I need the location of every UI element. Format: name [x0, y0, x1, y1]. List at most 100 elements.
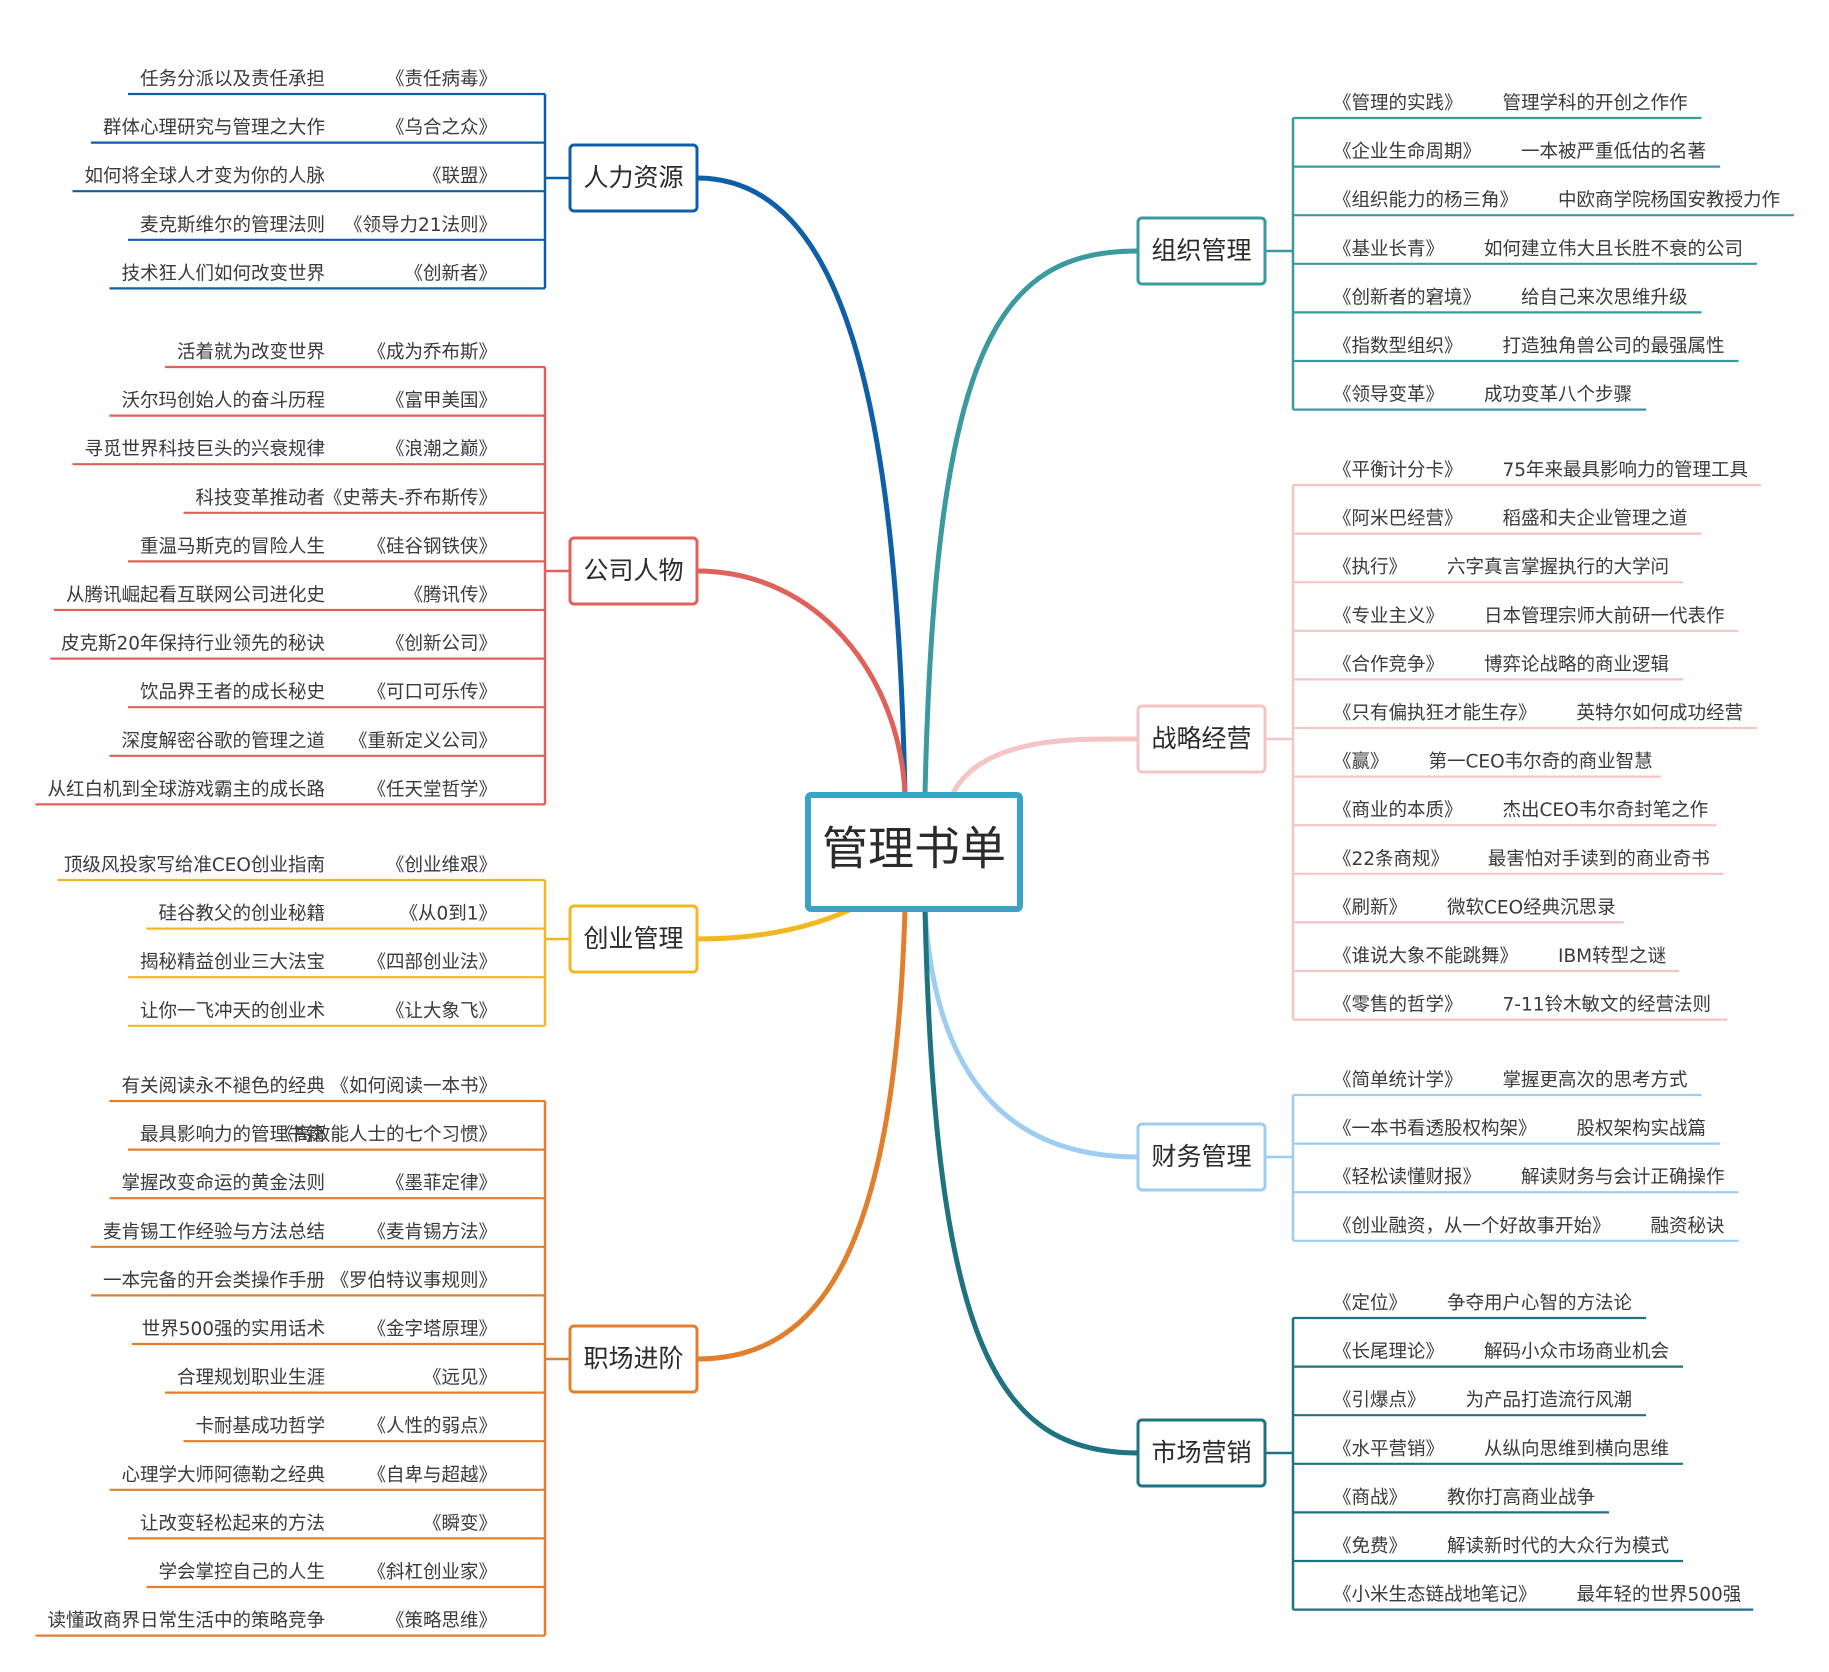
leaf-item[interactable]: 学会掌控自己的人生《斜杠创业家》 — [146, 1562, 546, 1589]
leaf-item[interactable]: 《简单统计学》掌握更高次的思考方式 — [1293, 1070, 1702, 1097]
leaf-book-title: 《阿米巴经营》 — [1333, 509, 1463, 530]
leaf-book-title: 《创新公司》 — [386, 634, 497, 655]
leaf-item[interactable]: 麦肯锡工作经验与方法总结《麦肯锡方法》 — [91, 1222, 545, 1248]
leaf-item[interactable]: 顶级风投家写给准CEO创业指南《创业维艰》 — [57, 855, 545, 882]
leaf-item[interactable]: 群体心理研究与管理之大作《乌合之众》 — [91, 118, 545, 144]
leaf-item[interactable]: 《只有偏执狂才能生存》英特尔如何成功经营 — [1293, 703, 1757, 730]
leaf-book-title: 《浪潮之巅》 — [386, 439, 497, 460]
leaf-description: IBM转型之谜 — [1558, 946, 1666, 967]
leaf-item[interactable]: 《执行》六字真言掌握执行的大学问 — [1293, 557, 1683, 584]
leaf-item[interactable]: 《刷新》微软CEO经典沉思录 — [1293, 897, 1624, 924]
leaf-item[interactable]: 《组织能力的杨三角》中欧商学院杨国安教授力作 — [1293, 190, 1794, 217]
branch-node-startup[interactable]: 创业管理 — [568, 904, 699, 974]
leaf-item[interactable]: 《引爆点》为产品打造流行风潮 — [1293, 1390, 1646, 1417]
leaf-description: 日本管理宗师大前研一代表作 — [1484, 606, 1725, 627]
leaf-item[interactable]: 让改变轻松起来的方法《瞬变》 — [128, 1513, 545, 1540]
leaf-book-title: 《零售的哲学》 — [1333, 995, 1463, 1016]
leaf-item[interactable]: 饮品界王者的成长秘史《可口可乐传》 — [128, 682, 545, 709]
leaf-item[interactable]: 麦克斯维尔的管理法则《领导力21法则》 — [128, 215, 545, 241]
leaf-item[interactable]: 《专业主义》日本管理宗师大前研一代表作 — [1293, 606, 1739, 632]
leaf-item[interactable]: 如何将全球人才变为你的人脉《联盟》 — [72, 166, 546, 193]
leaf-item[interactable]: 《赢》第一CEO韦尔奇的商业智慧 — [1293, 751, 1661, 778]
leaf-book-title: 《领导力21法则》 — [344, 215, 497, 236]
leaf-item[interactable]: 技术狂人们如何改变世界《创新者》 — [109, 263, 546, 290]
leaf-item[interactable]: 让你一飞冲天的创业术《让大象飞》 — [128, 1001, 545, 1027]
leaf-description: 从纵向思维到横向思维 — [1484, 1439, 1669, 1460]
leaf-description: 一本被严重低估的名著 — [1521, 142, 1706, 163]
branch-node-org[interactable]: 组织管理 — [1136, 216, 1267, 286]
branch-node-career[interactable]: 职场进阶 — [568, 1324, 699, 1394]
leaf-item[interactable]: 硅谷教父的创业秘籍《从0到1》 — [146, 904, 546, 930]
leaf-item[interactable]: 科技变革推动者《史蒂夫-乔布斯传》 — [183, 488, 546, 514]
connector-marketing — [922, 906, 1141, 1456]
leaf-item[interactable]: 《免费》解读新时代的大众行为模式 — [1293, 1536, 1683, 1563]
leaf-description: 合理规划职业生涯 — [177, 1368, 325, 1389]
leaf-book-title: 《指数型组织》 — [1333, 336, 1463, 357]
leaf-item[interactable]: 《定位》争夺用户心智的方法论 — [1293, 1293, 1646, 1320]
leaf-item[interactable]: 《水平营销》从纵向思维到横向思维 — [1293, 1439, 1683, 1465]
branch-label-hr: 人力资源 — [583, 163, 683, 192]
leaf-item[interactable]: 《商业的本质》杰出CEO韦尔奇封笔之作 — [1293, 800, 1717, 827]
leaf-description: 活着就为改变世界 — [177, 342, 325, 363]
leaf-book-title: 《平衡计分卡》 — [1333, 460, 1463, 481]
leaf-item[interactable]: 一本完备的开会类操作手册《罗伯特议事规则》 — [91, 1270, 545, 1297]
leaf-item[interactable]: 《领导变革》成功变革八个步骤 — [1293, 385, 1646, 411]
leaf-item[interactable]: 《创新者的窘境》给自己来次思维升级 — [1293, 287, 1702, 314]
leaf-item[interactable]: 《轻松读懂财报》解读财务与会计正确操作 — [1293, 1167, 1739, 1194]
leaf-item[interactable]: 《创业融资，从一个好故事开始》融资秘诀 — [1293, 1216, 1739, 1242]
leaf-description: 硅谷教父的创业秘籍 — [158, 904, 325, 925]
leaf-item[interactable]: 《基业长青》如何建立伟大且长胜不衰的公司 — [1293, 239, 1757, 265]
connector-finance — [922, 906, 1141, 1160]
leaf-item[interactable]: 有关阅读永不褪色的经典《如何阅读一本书》 — [109, 1076, 546, 1103]
leaf-item[interactable]: 《零售的哲学》7-11铃木敏文的经营法则 — [1293, 995, 1728, 1021]
leaf-book-title: 《罗伯特议事规则》 — [330, 1270, 497, 1291]
leaf-item[interactable]: 《阿米巴经营》稻盛和夫企业管理之道 — [1293, 509, 1702, 535]
leaf-item[interactable]: 揭秘精益创业三大法宝《四部创业法》 — [128, 952, 545, 979]
leaf-item[interactable]: 从腾讯崛起看互联网公司进化史《腾讯传》 — [54, 585, 545, 612]
leaf-description: 寻觅世界科技巨头的兴衰规律 — [84, 439, 325, 460]
leaf-item[interactable]: 《管理的实践》管理学科的开创之作作 — [1293, 93, 1702, 120]
leaf-book-title: 《执行》 — [1333, 557, 1407, 578]
branch-node-finance[interactable]: 财务管理 — [1136, 1122, 1267, 1192]
leaf-book-title: 《一本书看透股权构架》 — [1333, 1119, 1537, 1140]
leaf-item[interactable]: 世界500强的实用话术《金字塔原理》 — [131, 1319, 545, 1346]
leaf-item[interactable]: 《小米生态链战地笔记》最年轻的世界500强 — [1293, 1585, 1754, 1611]
leaf-item[interactable]: 心理学大师阿德勒之经典《自卑与超越》 — [109, 1465, 546, 1491]
leaf-item[interactable]: 《一本书看透股权构架》股权架构实战篇 — [1293, 1119, 1720, 1145]
branch-node-marketing[interactable]: 市场营销 — [1136, 1418, 1267, 1488]
branch-label-org: 组织管理 — [1151, 236, 1251, 265]
leaf-item[interactable]: 读懂政商界日常生活中的策略竞争《策略思维》 — [35, 1611, 546, 1637]
branch-node-strategy[interactable]: 战略经营 — [1136, 704, 1267, 774]
leaf-item[interactable]: 《合作竞争》博弈论战略的商业逻辑 — [1293, 654, 1683, 681]
leaf-description: 学会掌控自己的人生 — [158, 1562, 325, 1583]
leaf-description: 技术狂人们如何改变世界 — [121, 263, 325, 284]
leaf-item[interactable]: 从红白机到全球游戏霸主的成长路《任天堂哲学》 — [35, 779, 546, 806]
leaf-item[interactable]: 掌握改变命运的黄金法则《墨菲定律》 — [109, 1173, 546, 1200]
leaf-item[interactable]: 《谁说大象不能跳舞》IBM转型之谜 — [1293, 946, 1680, 973]
leaf-item[interactable]: 重温马斯克的冒险人生《硅谷钢铁侠》 — [128, 536, 545, 563]
leaf-item[interactable]: 卡耐基成功哲学《人性的弱点》 — [183, 1416, 546, 1443]
leaf-item[interactable]: 任务分派以及责任承担《责任病毒》 — [128, 69, 545, 96]
leaf-book-title: 《腾讯传》 — [404, 585, 497, 606]
leaf-item[interactable]: 合理规划职业生涯 《远见》 — [165, 1368, 545, 1394]
branch-node-people[interactable]: 公司人物 — [568, 536, 699, 606]
leaf-item[interactable]: 寻觅世界科技巨头的兴衰规律 《浪潮之巅》 — [72, 439, 546, 466]
leaf-item[interactable]: 《22条商规》最害怕对手读到的商业奇书 — [1293, 849, 1724, 875]
center-node[interactable]: 管理书单 — [805, 792, 1023, 912]
leaf-item[interactable]: 《平衡计分卡》75年来最具影响力的管理工具 — [1293, 460, 1761, 487]
leaf-item[interactable]: 《企业生命周期》一本被严重低估的名著 — [1293, 142, 1720, 168]
leaf-item[interactable]: 皮克斯20年保持行业领先的秘诀《创新公司》 — [50, 634, 545, 660]
leaf-description: 从红白机到全球游戏霸主的成长路 — [47, 779, 325, 800]
leaf-item[interactable]: 《商战》教你打高商业战争 — [1293, 1487, 1609, 1514]
leaf-item[interactable]: 活着就为改变世界《成为乔布斯》 — [165, 342, 545, 369]
connector-hr — [694, 175, 908, 798]
connector-career — [694, 906, 908, 1362]
leaf-item[interactable]: 《长尾理论》解码小众市场商业机会 — [1293, 1342, 1683, 1368]
leaf-book-title: 《远见》 — [423, 1368, 497, 1389]
leaf-item[interactable]: 最具影响力的管理书籍《高效能人士的七个习惯》 — [128, 1125, 545, 1151]
leaf-item[interactable]: 《指数型组织》打造独角兽公司的最强属性 — [1293, 336, 1739, 363]
branch-node-hr[interactable]: 人力资源 — [568, 143, 699, 213]
leaf-item[interactable]: 沃尔玛创始人的奋斗历程《富甲美国》 — [109, 391, 546, 417]
leaf-item[interactable]: 深度解密谷歌的管理之道《重新定义公司》 — [109, 731, 546, 757]
